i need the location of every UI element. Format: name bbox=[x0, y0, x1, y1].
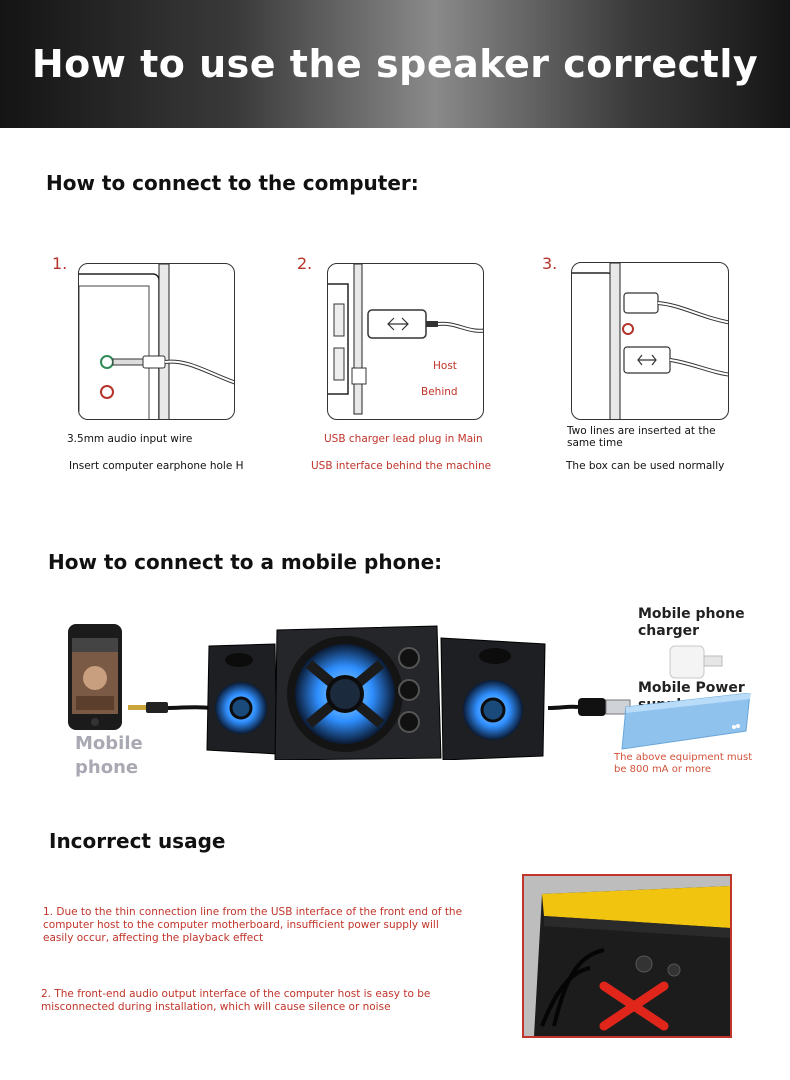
step-3-illustration bbox=[571, 262, 729, 420]
step-2-illustration: Host Behind bbox=[327, 263, 484, 420]
wall-charger-icon bbox=[669, 645, 723, 679]
speaker-set-icon bbox=[206, 625, 546, 760]
audio-jack-illustration bbox=[79, 264, 234, 419]
phone-icon bbox=[68, 624, 122, 730]
incorrect-point-2: 2. The front-end audio output interface … bbox=[41, 988, 431, 1013]
incorrect-section-heading: Incorrect usage bbox=[49, 829, 226, 853]
smartphone-image bbox=[68, 624, 122, 730]
mobile-section-heading: How to connect to a mobile phone: bbox=[48, 550, 443, 574]
page-title: How to use the speaker correctly bbox=[31, 42, 759, 86]
requirement-note: The above equipment must be 800 mA or mo… bbox=[614, 752, 753, 775]
host-label: Host bbox=[433, 360, 457, 372]
step-1-illustration bbox=[78, 263, 235, 420]
mobile-phone-label: Mobile phone bbox=[75, 733, 143, 778]
speaker-system-image bbox=[205, 624, 550, 760]
incorrect-usage-photo bbox=[522, 874, 732, 1038]
computer-section-heading: How to connect to the computer: bbox=[46, 171, 419, 195]
step-1-number: 1. bbox=[52, 254, 68, 273]
charger-label: Mobile phone charger bbox=[638, 606, 745, 639]
behind-label: Behind bbox=[421, 386, 458, 398]
power-bank-icon bbox=[621, 693, 751, 750]
step-2-number: 2. bbox=[297, 254, 313, 273]
step-3-number: 3. bbox=[542, 254, 558, 273]
dual-connection-illustration bbox=[572, 263, 728, 419]
step-3-caption-top: Two lines are inserted at the same time bbox=[567, 425, 716, 449]
step-2-caption-bottom: USB interface behind the machine bbox=[311, 460, 492, 472]
usb-port-illustration bbox=[328, 264, 483, 415]
step-1-caption-bottom: Insert computer earphone hole H bbox=[69, 460, 244, 472]
step-2-caption-top: USB charger lead plug in Main bbox=[324, 433, 483, 445]
incorrect-point-1: 1. Due to the thin connection line from … bbox=[43, 906, 463, 944]
step-3-caption-bottom: The box can be used normally bbox=[566, 460, 725, 472]
step-1-caption-top: 3.5mm audio input wire bbox=[67, 433, 193, 445]
front-panel-wrong-icon bbox=[524, 876, 730, 1036]
aux-cable-icon bbox=[128, 702, 212, 713]
usb-cable-icon bbox=[548, 698, 631, 716]
title-banner: How to use the speaker correctly bbox=[0, 0, 790, 128]
